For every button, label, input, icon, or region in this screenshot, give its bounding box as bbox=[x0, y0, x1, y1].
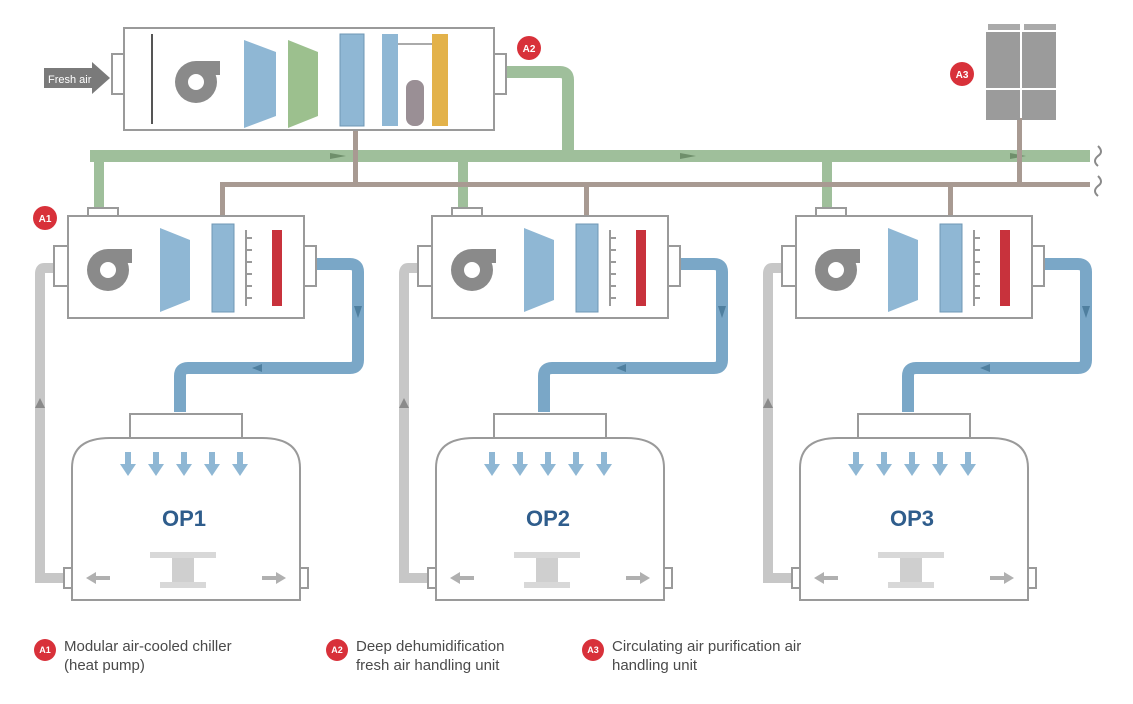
legend-badge-a3: A3 bbox=[582, 639, 604, 661]
legend-item-a1: A1 Modular air-cooled chiller (heat pump… bbox=[34, 637, 232, 675]
chilled-water-pipe bbox=[220, 118, 1090, 218]
legend-item-a2: A2 Deep dehumidification fresh air handl… bbox=[326, 637, 504, 675]
fresh-air-handling-unit bbox=[111, 27, 507, 131]
svg-text:A1: A1 bbox=[39, 214, 52, 225]
legend-text-a2: Deep dehumidification fresh air handling… bbox=[356, 638, 505, 674]
legend-badge-a1: A1 bbox=[34, 639, 56, 661]
badge-a1-room: A1 bbox=[33, 206, 57, 230]
room-label-op1: OP1 bbox=[162, 506, 206, 531]
badge-a2-top: A2 bbox=[517, 36, 541, 60]
room-label-op2: OP2 bbox=[526, 506, 570, 531]
legend-text-a3: Circulating air purification air handlin… bbox=[612, 638, 802, 674]
modular-chiller-unit: A3 bbox=[950, 24, 1056, 120]
op1-system: OP1 bbox=[35, 207, 364, 601]
op2-system: OP2 bbox=[399, 207, 728, 601]
room-label-op3: OP3 bbox=[890, 506, 934, 531]
legend-text-a1: Modular air-cooled chiller (heat pump) bbox=[64, 638, 232, 674]
fresh-air-label: Fresh air bbox=[48, 74, 92, 86]
legend-badge-a2: A2 bbox=[326, 639, 348, 661]
op3-system: OP3 bbox=[763, 207, 1092, 601]
fresh-air-inlet-arrow: Fresh air bbox=[44, 62, 110, 94]
svg-text:A2: A2 bbox=[523, 44, 536, 55]
legend-item-a3: A3 Circulating air purification air hand… bbox=[582, 637, 801, 675]
svg-text:A3: A3 bbox=[956, 70, 969, 81]
pipe-break-marks bbox=[1094, 145, 1102, 197]
